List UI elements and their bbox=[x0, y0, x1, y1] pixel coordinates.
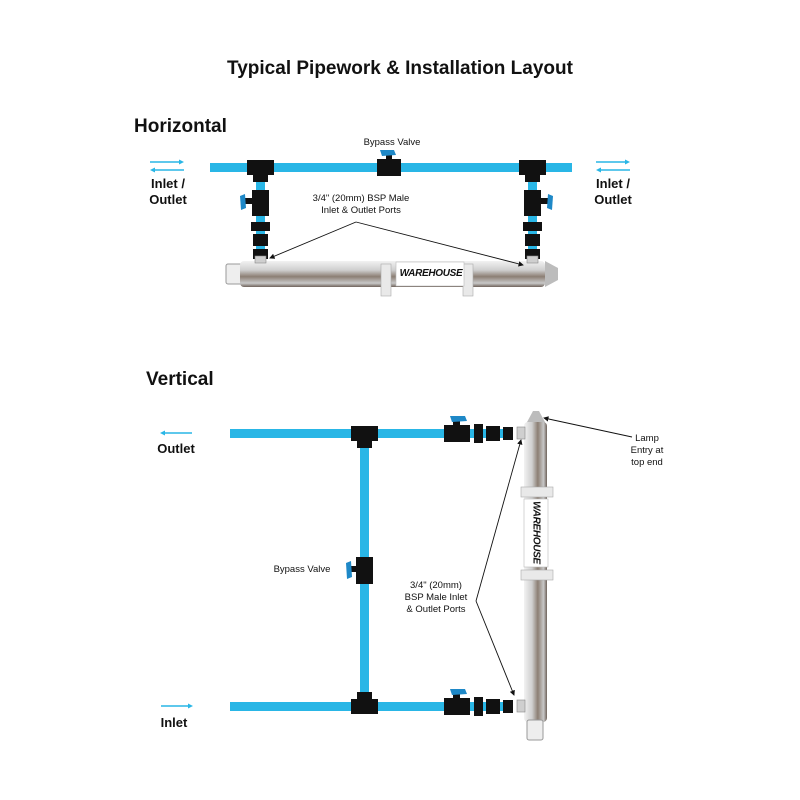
horizontal-heading: Horizontal bbox=[134, 116, 227, 137]
ball-valve-icon bbox=[240, 190, 269, 216]
vertical-ports-label-line1: 3/4" (20mm) bbox=[410, 580, 462, 591]
union-fitting bbox=[474, 424, 483, 443]
horizontal-brand-label: WAREHOUSE bbox=[399, 268, 463, 279]
vertical-ports-label: 3/4" (20mm) BSP Male Inlet & Outlet Port… bbox=[398, 580, 474, 616]
horizontal-ports-label-line1: 3/4" (20mm) BSP Male bbox=[312, 193, 410, 204]
horizontal-left-line2: Outlet bbox=[149, 192, 187, 207]
vertical-outlet-label: Outlet bbox=[157, 441, 195, 456]
vertical-inlet-label: Inlet bbox=[160, 715, 188, 730]
ports-leader-line bbox=[475, 600, 515, 696]
ports-leader-line bbox=[269, 221, 357, 259]
uv-unit-icon bbox=[516, 411, 554, 741]
lamp-leader-line bbox=[543, 416, 633, 438]
horizontal-right-line1: Inlet / bbox=[596, 176, 630, 191]
vertical-ports-label-line2: BSP Male Inlet bbox=[404, 592, 468, 603]
horizontal-left-port-label: Inlet / Outlet bbox=[136, 176, 200, 208]
vertical-heading: Vertical bbox=[146, 369, 214, 390]
union-fitting bbox=[474, 697, 483, 716]
lamp-entry-line3: top end bbox=[631, 457, 663, 468]
nipple-fitting bbox=[253, 234, 268, 246]
horizontal-bypass-label: Bypass Valve bbox=[363, 137, 421, 148]
horizontal-right-line2: Outlet bbox=[594, 192, 632, 207]
ports-leader-line bbox=[475, 439, 523, 602]
union-fitting bbox=[523, 222, 542, 231]
lamp-entry-line1: Lamp bbox=[635, 433, 659, 444]
left-arrow-icon bbox=[160, 430, 192, 436]
ball-valve-icon bbox=[524, 190, 553, 216]
tee-fitting-icon bbox=[519, 160, 546, 182]
ball-valve-icon bbox=[444, 689, 470, 715]
horizontal-ports-label: 3/4" (20mm) BSP Male Inlet & Outlet Port… bbox=[296, 193, 426, 217]
ports-leader-line bbox=[355, 221, 524, 267]
vertical-ports-label-line3: & Outlet Ports bbox=[406, 604, 466, 615]
vertical-brand-label: WAREHOUSE bbox=[530, 501, 542, 564]
lamp-entry-label: Lamp Entry at top end bbox=[614, 433, 680, 469]
adapter-fitting bbox=[253, 249, 268, 259]
adapter-fitting bbox=[525, 249, 540, 259]
horizontal-ports-label-line2: Inlet & Outlet Ports bbox=[321, 205, 401, 216]
vertical-bypass-label: Bypass Valve bbox=[273, 564, 331, 575]
page-title: Typical Pipework & Installation Layout bbox=[227, 58, 573, 79]
tee-fitting-icon bbox=[351, 426, 378, 448]
tee-fitting-icon bbox=[351, 692, 378, 714]
horizontal-right-port-label: Inlet / Outlet bbox=[581, 176, 645, 208]
ball-valve-icon bbox=[377, 150, 401, 176]
horizontal-layout bbox=[150, 150, 630, 297]
nipple-fitting bbox=[486, 426, 500, 441]
double-arrow-icon bbox=[596, 159, 630, 173]
ball-valve-icon bbox=[346, 557, 373, 584]
nipple-fitting bbox=[525, 234, 540, 246]
adapter-fitting bbox=[503, 700, 513, 713]
union-fitting bbox=[251, 222, 270, 231]
ball-valve-icon bbox=[444, 416, 470, 442]
double-arrow-icon bbox=[150, 159, 184, 173]
lamp-entry-line2: Entry at bbox=[630, 445, 664, 456]
adapter-fitting bbox=[503, 427, 513, 440]
tee-fitting-icon bbox=[247, 160, 274, 182]
nipple-fitting bbox=[486, 699, 500, 714]
uv-unit-icon bbox=[225, 255, 558, 297]
vertical-layout bbox=[160, 411, 633, 741]
horizontal-left-line1: Inlet / bbox=[151, 176, 185, 191]
right-arrow-icon bbox=[161, 703, 193, 709]
